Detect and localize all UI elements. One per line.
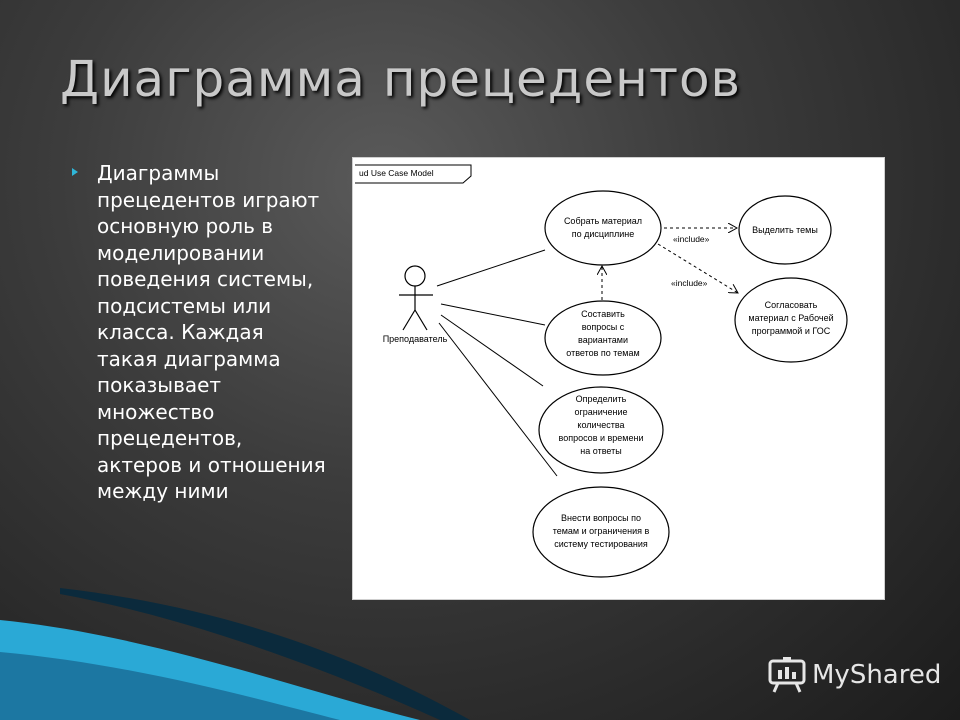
bullet-list: Диаграммы прецедентов играют основную ро… (72, 160, 327, 505)
use-case-text: вопросов и времени (559, 433, 644, 443)
use-case-text: на ответы (580, 446, 621, 456)
watermark: MyShared (768, 655, 941, 695)
include-label-2: «include» (671, 278, 708, 288)
use-case-text: Собрать материал (564, 216, 642, 226)
include-label-1: «include» (673, 234, 710, 244)
use-case-text: количества (577, 420, 624, 430)
actor-label: Преподаватель (383, 334, 448, 344)
svg-text:Выделить темы: Выделить темы (752, 225, 818, 235)
frame-tab (355, 164, 472, 184)
presentation-board-icon (768, 657, 806, 693)
use-case-compose-questions: Составить вопросы с вариантами ответов по т… (544, 300, 662, 376)
use-case-text: Внести вопросы по (561, 513, 641, 523)
use-case-text: материал с Рабочей (748, 313, 833, 323)
use-case-identify-topics: Выделить темы (738, 195, 832, 265)
decorative-wave (0, 588, 470, 720)
watermark-text: MyShared (812, 660, 942, 690)
use-case-text: ответов по темам (566, 348, 639, 358)
include-dependencies (602, 228, 738, 300)
use-case-text: вопросы с (582, 322, 625, 332)
frame-label: ud Use Case Model (359, 168, 434, 178)
use-case-text: ограничение (575, 407, 628, 417)
use-case-text: темам и ограничения в (553, 526, 650, 536)
actor-figure (399, 265, 433, 331)
use-case-collect-material: Собрать материал по дисциплине (544, 190, 662, 266)
use-case-text: систему тестирования (554, 539, 648, 549)
associations (436, 249, 558, 477)
use-case-text: по дисциплине (572, 229, 634, 239)
use-case-text: Выделить темы (752, 225, 818, 235)
use-case-diagram: ud Use Case Model Преподаватель «include… (352, 157, 885, 600)
use-case-text: Согласовать (765, 300, 818, 310)
use-case-define-limits: Определить ограничение количества вопросов … (538, 386, 664, 474)
use-case-text: программой и ГОС (752, 326, 831, 336)
use-case-text: вариантами (578, 335, 628, 345)
use-case-enter-questions: Внести вопросы по темам и ограничения в си… (532, 486, 670, 578)
use-case-agree-material: Согласовать материал с Рабочей программой … (734, 277, 848, 363)
use-case-text: Определить (576, 394, 627, 404)
use-case-text: Составить (581, 309, 625, 319)
slide-title: Диаграмма прецедентов (60, 50, 742, 108)
bullet-arrow-icon (72, 168, 78, 176)
bullet-text: Диаграммы прецедентов играют основную ро… (97, 161, 326, 503)
